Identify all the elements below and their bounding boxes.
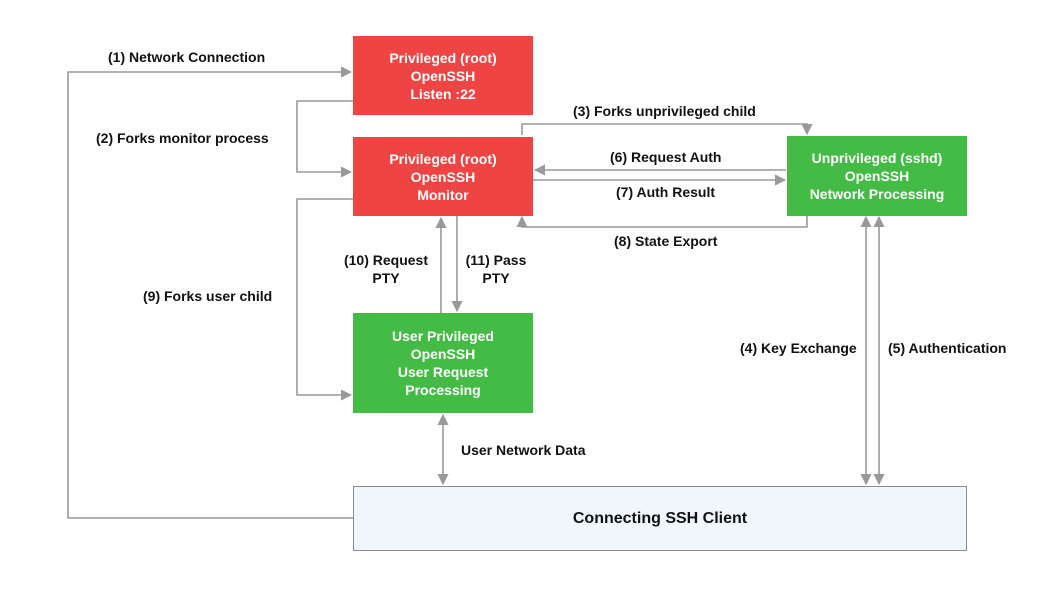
edge-state-export xyxy=(516,215,808,228)
label-forks-monitor: (2) Forks monitor process xyxy=(96,130,269,146)
label-user-network-data: User Network Data xyxy=(461,442,586,458)
node-unpriv-line-3: Network Processing xyxy=(809,186,945,202)
node-monitor: Privileged (root) OpenSSH Monitor xyxy=(353,137,533,216)
label-key-exchange: (4) Key Exchange xyxy=(740,340,857,356)
node-ssh-client: Connecting SSH Client xyxy=(353,486,967,551)
node-userpriv-line-1: User Privileged xyxy=(392,328,494,344)
node-userpriv-line-3: User Request xyxy=(397,364,489,380)
label-request-pty-line-1: (10) Request xyxy=(343,252,429,268)
node-unprivileged: Unprivileged (sshd) OpenSSH Network Proc… xyxy=(787,136,967,216)
node-listener-line-2: OpenSSH xyxy=(410,67,476,84)
label-forks-unpriv: (3) Forks unprivileged child xyxy=(573,103,756,119)
node-userpriv-line-4: Processing xyxy=(405,382,481,398)
node-listener-line-3: Listen :22 xyxy=(410,85,476,102)
edge-network-connection xyxy=(67,66,353,519)
node-listener: Privileged (root) OpenSSH Listen :22 xyxy=(353,36,533,115)
edge-forks-unpriv xyxy=(521,123,813,136)
label-network-connection: (1) Network Connection xyxy=(108,49,266,65)
node-user-privileged: User Privileged OpenSSH User Request Pro… xyxy=(353,313,533,413)
node-userpriv-line-2: OpenSSH xyxy=(410,346,476,362)
node-listener-line-1: Privileged (root) xyxy=(389,49,497,66)
label-pass-pty: (11) Pass PTY xyxy=(461,251,531,287)
label-forks-user-child: (9) Forks user child xyxy=(143,288,273,304)
node-unpriv-line-2: OpenSSH xyxy=(844,168,910,184)
label-request-auth: (6) Request Auth xyxy=(610,149,722,165)
node-monitor-line-2: OpenSSH xyxy=(410,168,476,185)
node-client-label: Connecting SSH Client xyxy=(572,509,748,527)
node-monitor-line-1: Privileged (root) xyxy=(389,150,497,167)
label-authentication: (5) Authentication xyxy=(888,340,1007,356)
edge-forks-user-child xyxy=(296,198,353,401)
node-monitor-line-3: Monitor xyxy=(417,186,469,203)
node-unpriv-line-1: Unprivileged (sshd) xyxy=(811,150,943,166)
edge-forks-monitor xyxy=(296,100,353,178)
label-request-pty: (10) Request PTY xyxy=(338,251,434,287)
label-state-export: (8) State Export xyxy=(614,233,718,249)
label-auth-result: (7) Auth Result xyxy=(616,184,716,200)
label-request-pty-line-2: PTY xyxy=(372,270,400,286)
label-pass-pty-line-2: PTY xyxy=(482,270,510,286)
label-pass-pty-line-1: (11) Pass xyxy=(465,252,527,268)
